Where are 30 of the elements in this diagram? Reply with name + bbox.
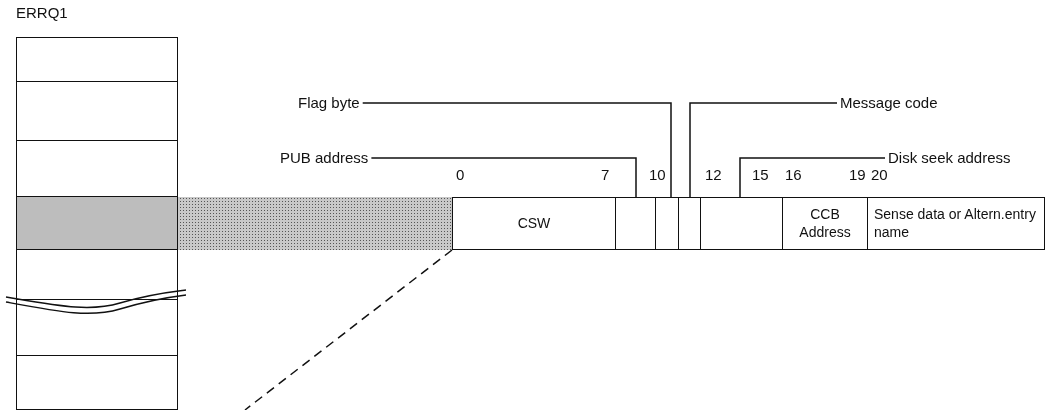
leader-line (689, 102, 838, 198)
record-field (701, 197, 783, 250)
table-entry (16, 250, 178, 300)
table-entry (16, 82, 178, 141)
record-field: CCB Address (783, 197, 868, 250)
table-heading: ERRQ1 (16, 4, 68, 22)
byte-offset: 0 (456, 166, 465, 184)
field-caption: Disk seek address (888, 149, 1011, 167)
field-caption: Flag byte (298, 94, 360, 112)
byte-offset: 16 (785, 166, 802, 184)
byte-offset: 7 (601, 166, 610, 184)
table-entry (16, 37, 178, 82)
field-caption: PUB address (280, 149, 369, 167)
table-entry (16, 300, 178, 356)
leader-line (739, 157, 886, 198)
byte-offset: 19 (849, 166, 866, 184)
byte-offset: 10 (649, 166, 666, 184)
table-entry (16, 356, 178, 410)
record-field (679, 197, 701, 250)
byte-offset: 12 (705, 166, 722, 184)
byte-offset: 15 (752, 166, 769, 184)
record-field (616, 197, 656, 250)
byte-offset: 20 (871, 166, 888, 184)
record-field: Sense data or Altern.entry name (868, 197, 1045, 250)
field-caption: Message code (840, 94, 938, 112)
record-field (656, 197, 679, 250)
highlighted-entry (16, 197, 178, 250)
leader-line (361, 102, 672, 198)
record-field: CSW (452, 197, 616, 250)
leader-line (370, 157, 637, 198)
